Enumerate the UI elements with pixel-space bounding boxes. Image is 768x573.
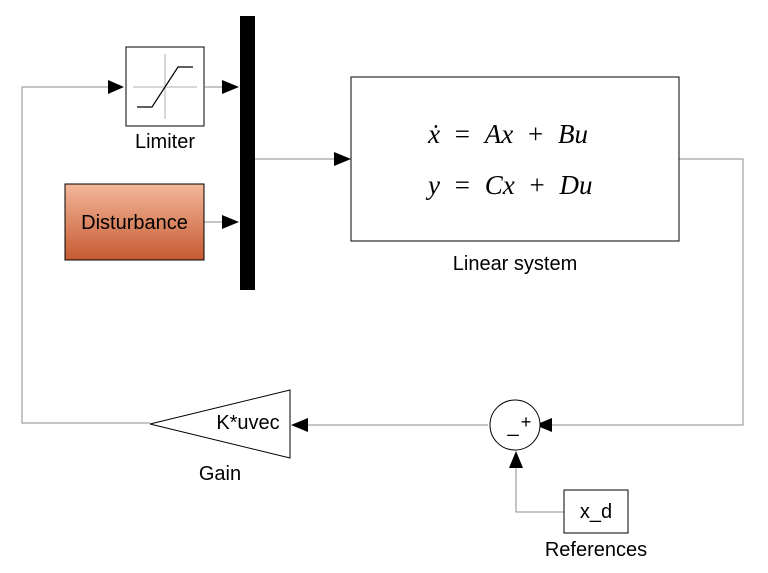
references-value: x_d (580, 501, 612, 523)
gain-label: Gain (199, 463, 241, 485)
line-references-to-sum (515, 468, 564, 513)
linear-system-label: Linear system (453, 253, 578, 275)
arrow-disturbance-into-mux (222, 215, 239, 229)
arrow-into-sum-plus (535, 418, 552, 432)
linear-system-block[interactable]: ẋ = Ax + Bu y = Cx + Du Linear system (350, 76, 680, 275)
limiter-label: Limiter (135, 131, 195, 153)
saturation-icon (137, 66, 193, 108)
references-label: References (545, 539, 647, 561)
gain-block[interactable]: K*uvec Gain (149, 389, 291, 485)
line-system-to-sum (552, 158, 744, 426)
limiter-block[interactable]: Limiter (125, 46, 205, 153)
disturbance-block[interactable]: Disturbance (64, 183, 205, 261)
state-equation: ẋ = Ax + Bu (427, 119, 588, 149)
sum-minus-sign: _ (506, 415, 519, 437)
arrow-into-limiter (108, 80, 124, 94)
arrow-into-sum-minus (509, 451, 523, 468)
feedback-line-gain-to-limiter (21, 86, 150, 424)
arrow-into-gain (291, 418, 308, 432)
sum-block[interactable]: _ + (489, 399, 541, 451)
output-equation: y = Cx + Du (425, 170, 592, 200)
references-block[interactable]: x_d References (545, 489, 647, 561)
sum-plus-sign: + (521, 412, 532, 432)
arrow-into-system (334, 152, 351, 166)
disturbance-label: Disturbance (81, 212, 188, 234)
signal-lines (21, 86, 744, 513)
mux-block[interactable] (240, 16, 255, 290)
arrow-limiter-into-mux (222, 80, 239, 94)
gain-value: K*uvec (216, 412, 279, 434)
arrowheads (108, 80, 552, 468)
